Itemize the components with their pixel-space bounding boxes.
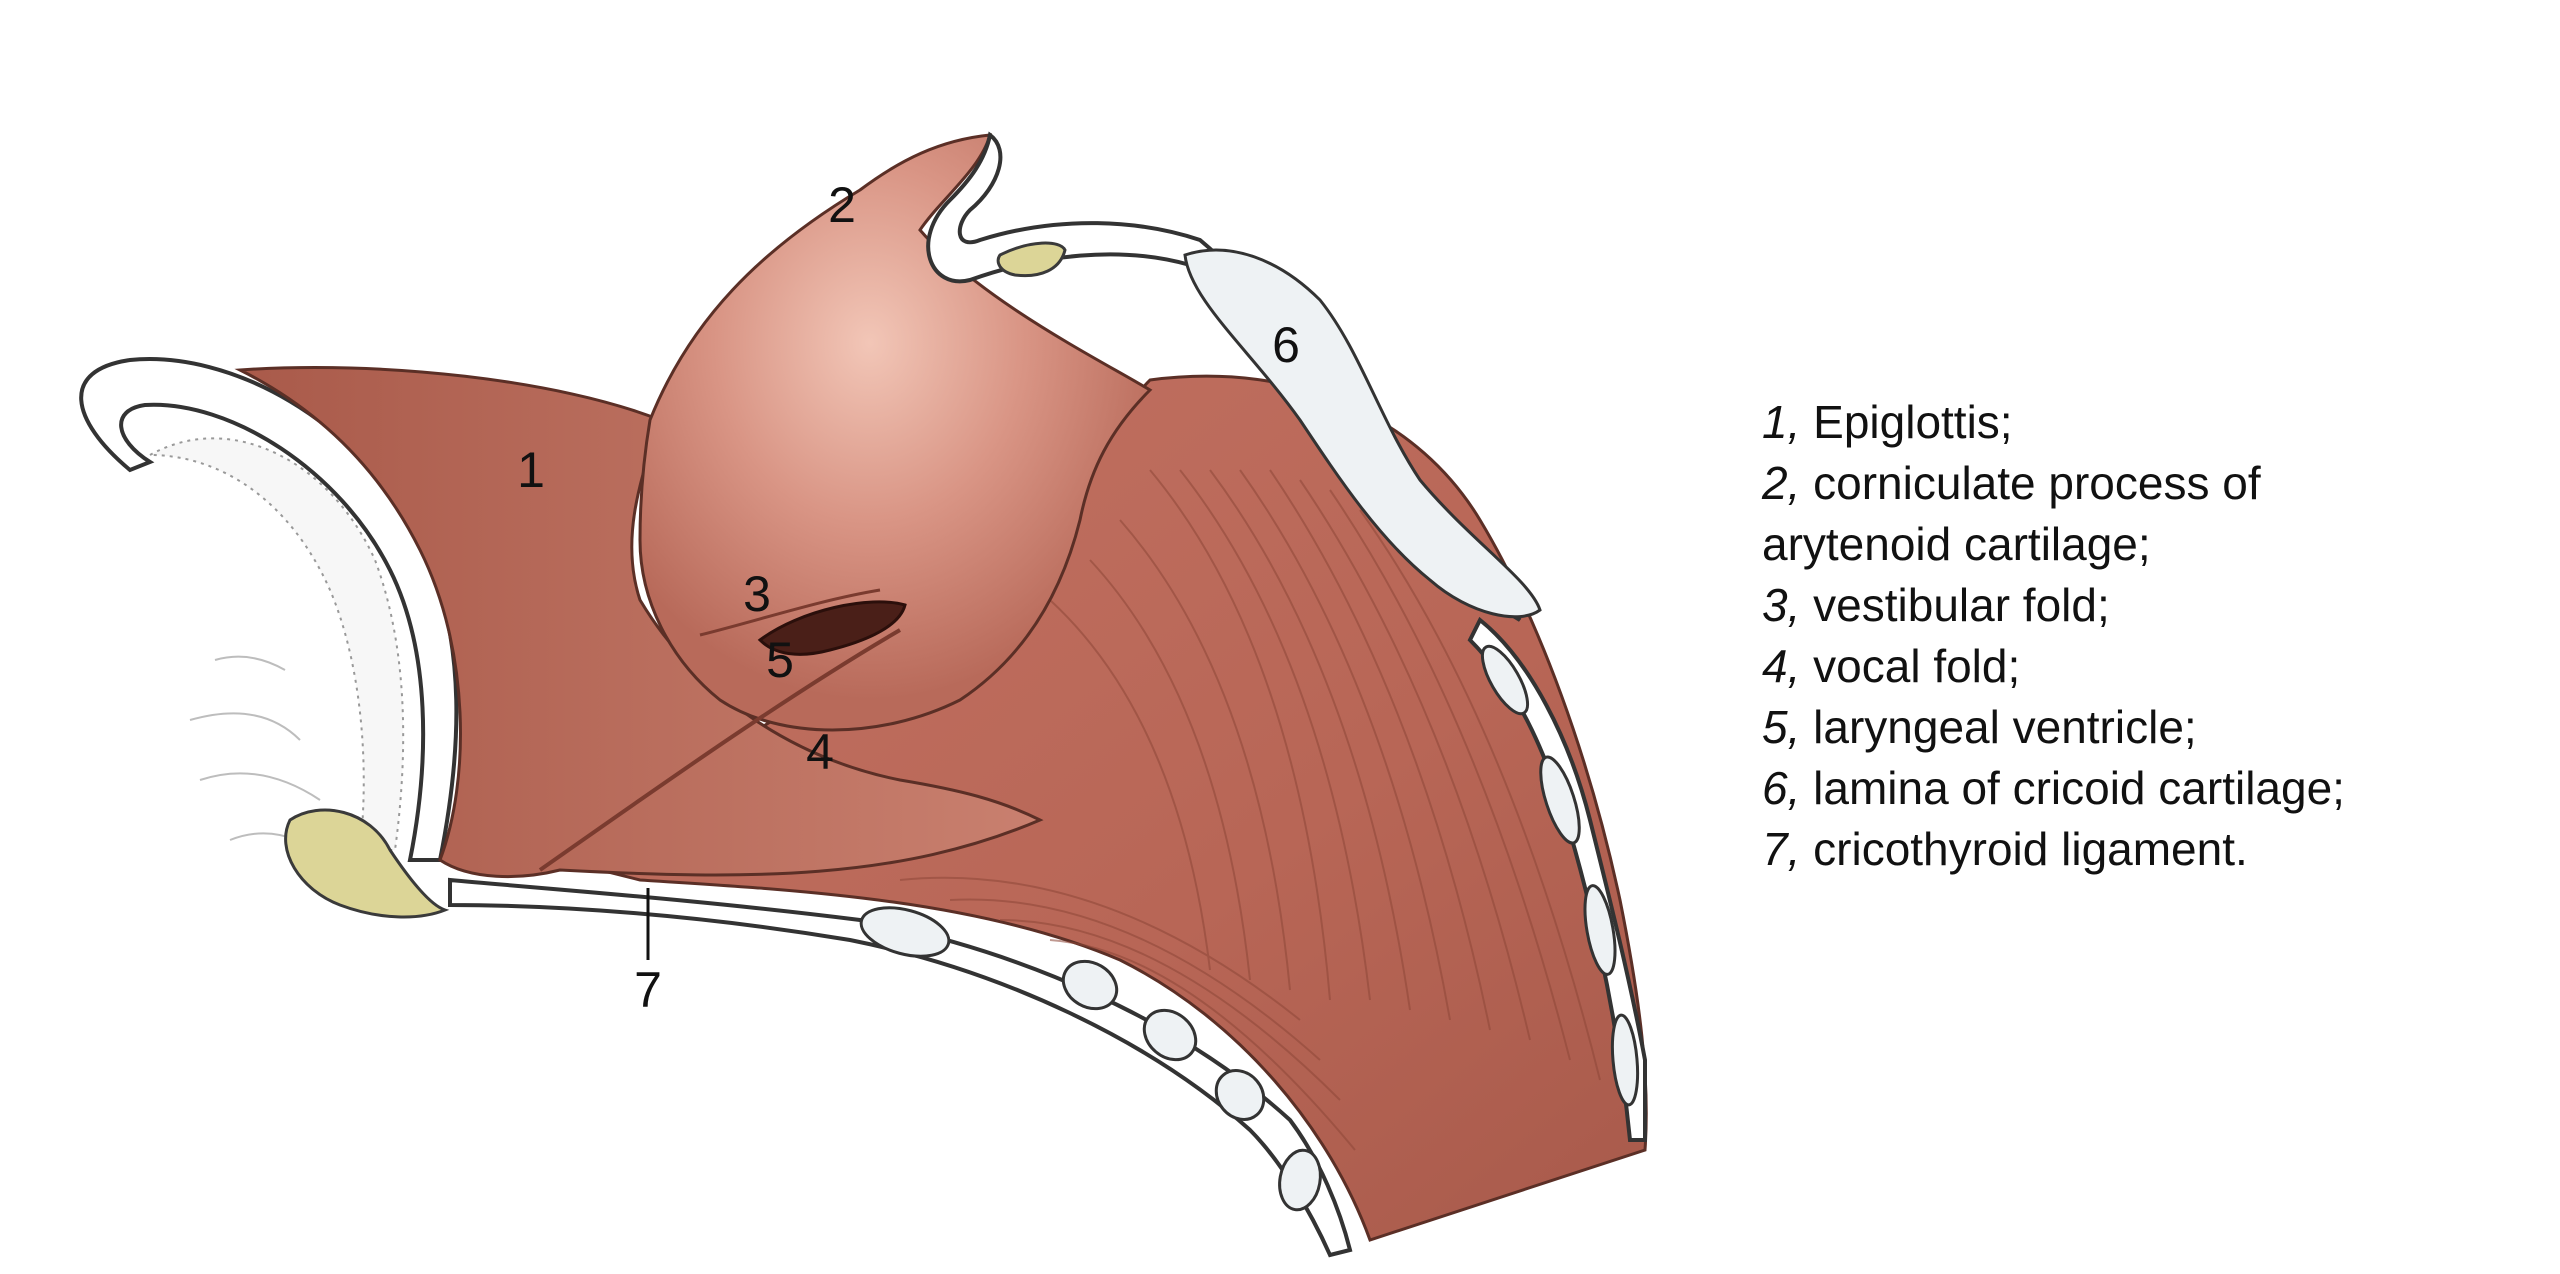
legend-number: 4, [1762,640,1801,692]
legend-item: 5, laryngeal ventricle; [1762,697,2542,758]
legend-item: 6, lamina of cricoid cartilage; [1762,758,2542,819]
legend-number: 6, [1762,762,1801,814]
epiglottis-inner [146,437,405,851]
legend-text: arytenoid cartilage; [1762,518,2151,570]
larynx-illustration: 1 2 3 4 5 6 7 [79,131,1648,1258]
muscle-striations [899,469,1601,1151]
legend-text: laryngeal ventricle; [1813,701,2197,753]
legend: 1, Epiglottis; 2, corniculate process of… [1762,392,2542,880]
legend-item: 2, corniculate process of [1762,453,2542,514]
vestibular-fold-line [699,588,881,637]
larynx-drawing [79,131,1648,1258]
callout-vestibular-fold: 3 [743,566,771,622]
legend-item: 4, vocal fold; [1762,636,2542,697]
vocal-fold-line [538,628,902,872]
legend-number: 3, [1762,579,1801,631]
legend-text: vocal fold; [1813,640,2021,692]
legend-item-continuation: arytenoid cartilage; [1762,514,2542,575]
thyroid-cartilage [284,808,450,919]
arytenoid-eminence [638,133,1153,732]
legend-number: 5, [1762,701,1801,753]
callout-corniculate-process: 2 [828,177,856,233]
legend-text: Epiglottis; [1813,396,2013,448]
legend-number: 1, [1762,396,1801,448]
callout-vocal-fold: 4 [806,724,834,780]
callout-laryngeal-ventricle: 5 [766,632,794,688]
connective-tissue-sketch [189,655,331,861]
legend-text: cricothyroid ligament. [1813,823,2248,875]
callout-cricoid-lamina: 6 [1272,317,1300,373]
tracheal-rings-anterior [859,906,1322,1212]
cricoid-lamina [1183,248,1542,619]
ventricle-opening [757,600,907,656]
corniculate-cartilage [996,241,1067,278]
legend-number: 2, [1762,457,1801,509]
legend-text: corniculate process of [1813,457,2261,509]
legend-item: 3, vestibular fold; [1762,575,2542,636]
legend-text: lamina of cricoid cartilage; [1813,762,2345,814]
legend-item: 7, cricothyroid ligament. [1762,819,2542,880]
anterior-wall-band [448,877,1353,1258]
callout-cricothyroid-ligament: 7 [634,962,662,1018]
epiglottis-sheath [79,357,459,862]
tracheal-rings-posterior [1480,644,1640,1107]
legend-number: 7, [1762,823,1801,875]
legend-item: 1, Epiglottis; [1762,392,2542,453]
legend-text: vestibular fold; [1813,579,2110,631]
callout-epiglottis: 1 [517,442,545,498]
